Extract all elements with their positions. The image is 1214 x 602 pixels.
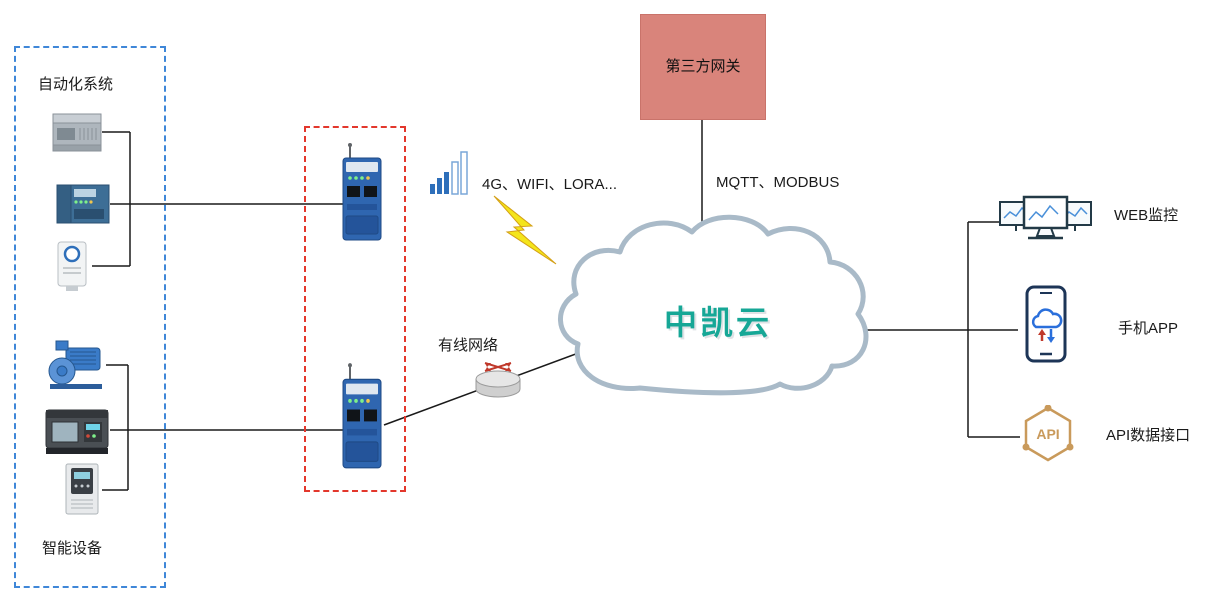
automation-group-box bbox=[14, 46, 166, 588]
monitors-icon bbox=[998, 192, 1093, 250]
cloud-brand-label: 中凯云 bbox=[664, 304, 772, 341]
protocols-label: MQTT、MODBUS bbox=[716, 174, 840, 191]
inverter-icon bbox=[62, 462, 102, 518]
api-icon-text: API bbox=[1036, 426, 1059, 442]
third-party-gateway-label: 第三方网关 bbox=[665, 58, 741, 75]
api-icon: API bbox=[1022, 405, 1074, 463]
mobile-app-label: 手机APP bbox=[1118, 320, 1179, 337]
api-interface-label: API数据接口 bbox=[1106, 427, 1191, 444]
wireless-link-label: 4G、WIFI、LORA... bbox=[482, 176, 618, 193]
cloud-shape bbox=[558, 214, 869, 396]
web-monitor-label: WEB监控 bbox=[1114, 207, 1179, 224]
smart-device-label: 智能设备 bbox=[42, 540, 103, 557]
gateway-device-bottom-icon bbox=[340, 362, 384, 470]
gateway-group-box bbox=[304, 126, 406, 492]
plc-icon bbox=[52, 110, 102, 155]
wired-link-label: 有线网络 bbox=[438, 337, 499, 354]
lightning-icon bbox=[493, 195, 557, 265]
signal-bars-icon bbox=[428, 150, 476, 196]
router-icon bbox=[472, 355, 524, 403]
sensor-icon bbox=[52, 240, 92, 292]
machine-tool-icon bbox=[44, 402, 110, 458]
phone-icon bbox=[1020, 285, 1072, 365]
gateway-device-top-icon bbox=[340, 142, 384, 242]
plc-module-icon bbox=[56, 182, 110, 226]
third-party-gateway-box: 第三方网关 bbox=[640, 14, 766, 120]
automation-system-label: 自动化系统 bbox=[38, 76, 114, 93]
pump-icon bbox=[46, 340, 106, 390]
